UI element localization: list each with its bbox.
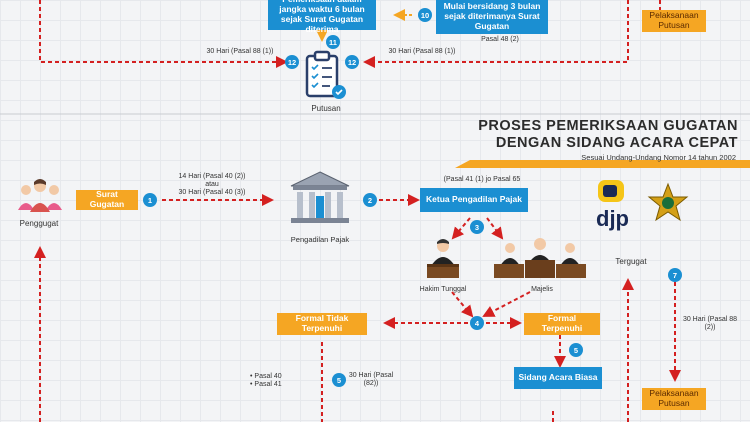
djp-logo-text: djp	[596, 206, 629, 231]
label-pasal-48: Pasal 48 (2)	[481, 36, 519, 43]
step-3-badge: 3	[470, 220, 484, 234]
box-pelaksanaan-putusan: Pelaksanaan Putusan	[642, 388, 706, 410]
step-1-badge: 1	[143, 193, 157, 207]
title-subtitle: Sesuai Undang-Undang Nomor 14 tahun 2002	[581, 153, 736, 162]
step-12-badge-right: 12	[345, 55, 359, 69]
box-ketua-pengadilan: Ketua Pengadilan Pajak	[420, 188, 528, 212]
label-30hari-right: 30 Hari (Pasal 88 (1))	[388, 48, 456, 55]
label-30hari-88-2: 30 Hari (Pasal 88 (2))	[682, 316, 738, 332]
connector-top-left	[39, 0, 288, 68]
label-atau: atau	[205, 181, 219, 188]
connector-3a	[451, 217, 471, 240]
people-icon	[18, 179, 62, 212]
label-pasal-41: • Pasal 41	[250, 381, 282, 388]
box-mulai-bersidang: Mulai bersidang 3 bulan sejak diterimany…	[436, 0, 548, 34]
connector-majelis-4	[482, 291, 531, 317]
box-formal-tidak-terpenuhi: Formal Tidak Terpenuhi	[277, 313, 367, 335]
title-line-1: PROSES PEMERIKSAAN GUGATAN	[478, 118, 738, 134]
clipboard-icon	[305, 50, 346, 99]
label-pengadilan-pajak: Pengadilan Pajak	[290, 235, 350, 244]
step-11-badge: 11	[326, 35, 340, 49]
box-sidang-acara-biasa: Sidang Acara Biasa	[514, 367, 602, 389]
step-4-badge: 4	[470, 316, 484, 330]
label-tergugat: Tergugat	[615, 257, 647, 266]
box-pemeriksaan: Pemeriksaan dalam jangka waktu 6 bulan s…	[268, 0, 376, 34]
connector-3b	[486, 217, 504, 240]
label-30hari-82: 30 Hari (Pasal (82))	[348, 372, 394, 388]
box-surat-gugatan: Surat Gugatan	[76, 189, 138, 210]
label-penggugat: Penggugat	[19, 219, 59, 228]
box-formal-terpenuhi: Formal Terpenuhi	[524, 313, 600, 335]
box-pelaksanaan-top: Pelaksanaan Putusan	[642, 10, 706, 32]
step-10-badge: 10	[418, 8, 432, 22]
title-line-2: DENGAN SIDANG ACARA CEPAT	[495, 135, 738, 151]
judges-panel-icon	[494, 238, 586, 278]
emblem-icon	[647, 182, 689, 222]
label-majelis: Majelis	[531, 286, 553, 293]
label-14hari: 14 Hari (Pasal 40 (2))	[178, 173, 246, 180]
judge-single-icon	[427, 239, 459, 278]
label-pasal41-jo-65: (Pasal 41 (1) jo Pasal 65	[443, 176, 521, 183]
step-7-badge: 7	[668, 268, 682, 282]
label-putusan: Putusan	[311, 104, 341, 113]
title-underline	[455, 160, 750, 168]
label-hakim-tunggal: Hakim Tunggal	[419, 286, 467, 293]
label-30hari-left: 30 Hari (Pasal 88 (1))	[206, 48, 274, 55]
connector-hakim-4	[451, 291, 474, 318]
step-2-badge: 2	[363, 193, 377, 207]
step-5-badge-right: 5	[569, 343, 583, 357]
courthouse-icon	[290, 171, 350, 223]
step-5-badge-left: 5	[332, 373, 346, 387]
label-pasal-40: • Pasal 40	[250, 373, 282, 380]
djp-logo-icon	[598, 180, 624, 202]
label-30hari-40: 30 Hari (Pasal 40 (3))	[178, 189, 246, 196]
step-12-badge-left: 12	[285, 55, 299, 69]
